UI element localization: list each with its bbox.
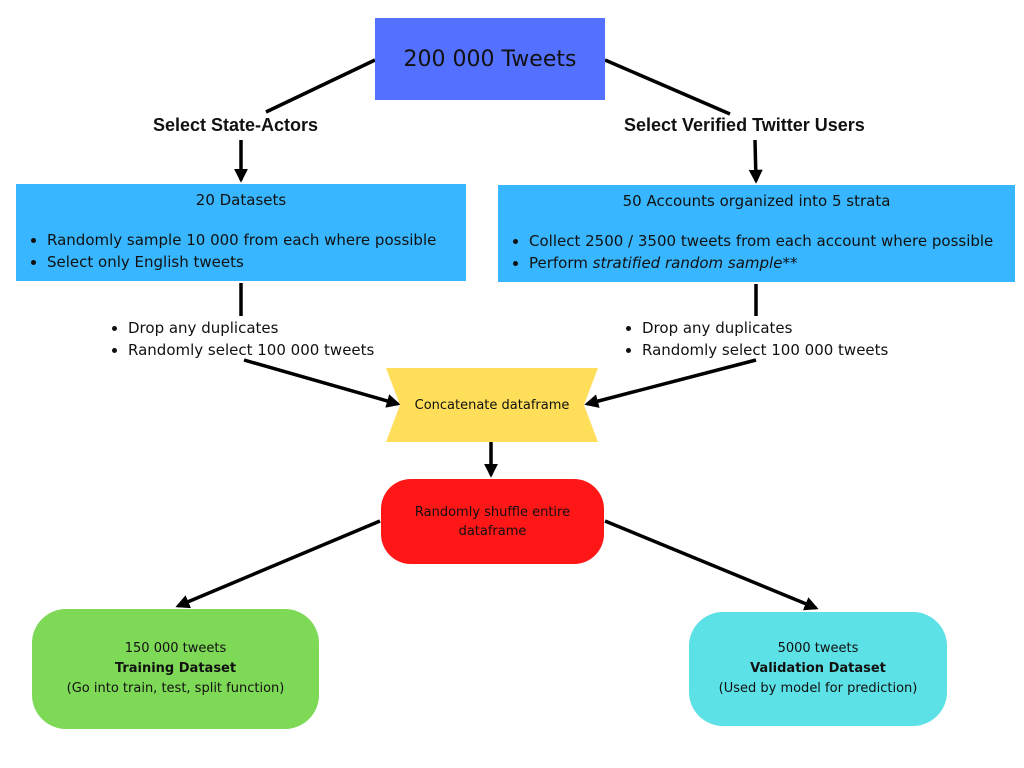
arrow-verified-to-concat (584, 358, 757, 408)
shuffle-node: Randomly shuffle entire dataframe (381, 479, 604, 564)
shuffle-label: Randomly shuffle entire dataframe (414, 504, 571, 539)
verified-accounts-title: 50 Accounts organized into 5 strata (622, 192, 891, 210)
training-count: 150 000 tweets (124, 641, 227, 656)
line-source-to-verified (604, 58, 731, 116)
state-bullet-english: Select only English tweets (47, 251, 466, 273)
state-datasets-title: 20 Datasets (195, 191, 287, 209)
verified-bullet-collect: Collect 2500 / 3500 tweets from each acc… (529, 230, 1015, 252)
verified-bullet-stratified-prefix: Perform (529, 254, 593, 272)
state-step-select: Randomly select 100 000 tweets (128, 339, 374, 361)
verified-accounts-node: 50 Accounts organized into 5 strata Coll… (498, 185, 1015, 282)
state-datasets-bullets: Randomly sample 10 000 from each where p… (16, 229, 466, 273)
line-source-to-state (265, 58, 376, 114)
verified-bullet-stratified-emphasis: stratified random sample (592, 254, 783, 272)
state-bullet-sample: Randomly sample 10 000 from each where p… (47, 229, 466, 251)
state-steps-list: Drop any duplicates Randomly select 100 … (108, 317, 374, 361)
source-node: 200 000 Tweets (375, 18, 605, 100)
state-step-dedupe: Drop any duplicates (128, 317, 374, 339)
arrow-state-to-concat (243, 358, 401, 408)
state-actors-label: Select State-Actors (153, 115, 319, 135)
validation-note: (Used by model for prediction) (718, 681, 918, 696)
verified-step-select: Randomly select 100 000 tweets (642, 339, 888, 361)
concatenate-node-shape (386, 368, 598, 442)
verified-bullet-stratified: Perform stratified random sample** (529, 252, 1015, 274)
arrow-verified-label-to-box (748, 139, 763, 184)
validation-name: Validation Dataset (750, 661, 886, 676)
training-name: Training Dataset (114, 661, 237, 676)
arrow-shuffle-to-training (175, 519, 381, 609)
verified-bullet-stratified-suffix: ** (782, 254, 798, 272)
training-note: (Go into train, test, split function) (66, 681, 285, 696)
verified-step-dedupe: Drop any duplicates (642, 317, 888, 339)
verified-steps-list: Drop any duplicates Randomly select 100 … (622, 317, 888, 361)
verified-accounts-bullets: Collect 2500 / 3500 tweets from each acc… (498, 230, 1015, 274)
validation-count: 5000 tweets (777, 641, 859, 656)
arrow-shuffle-to-validation (604, 519, 819, 611)
training-dataset-node: 150 000 tweets Training Dataset (Go into… (32, 609, 319, 729)
concatenate-label: Concatenate dataframe (414, 397, 570, 413)
state-datasets-node: 20 Datasets Randomly sample 10 000 from … (16, 184, 466, 281)
verified-users-label: Select Verified Twitter Users (624, 115, 865, 135)
concatenate-node: Concatenate dataframe (386, 368, 598, 442)
source-label: 200 000 Tweets (403, 46, 577, 72)
validation-dataset-node: 5000 tweets Validation Dataset (Used by … (689, 612, 947, 726)
